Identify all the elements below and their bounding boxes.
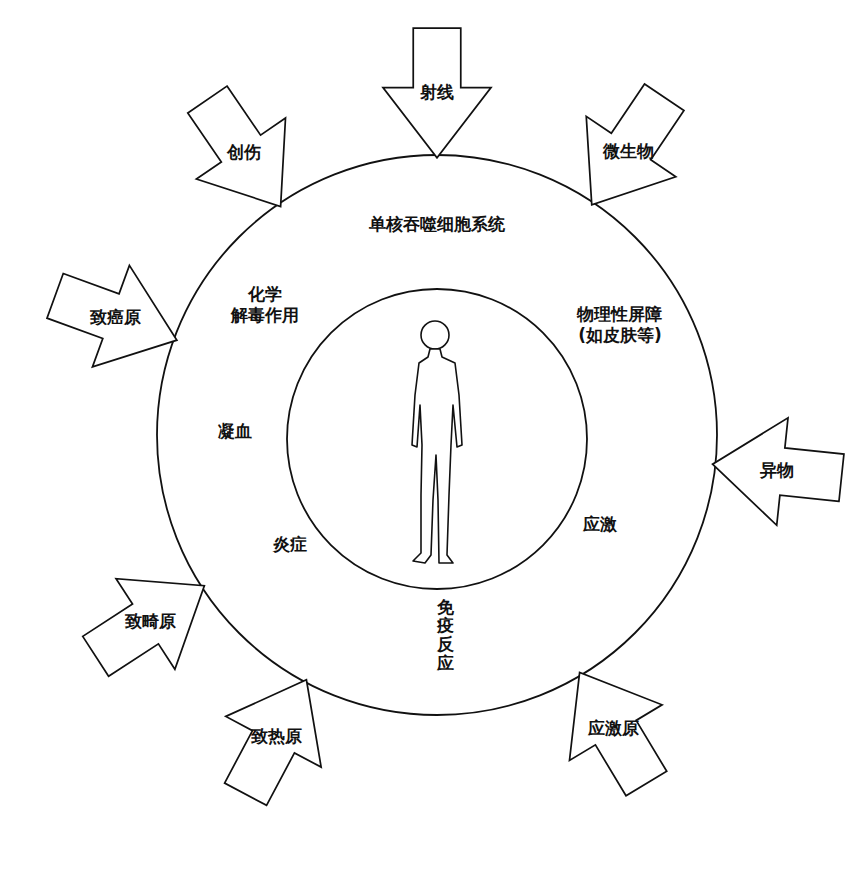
block-arrow [66,541,234,702]
block-arrow [36,245,195,391]
agent-arrow: 创伤 [179,99,309,207]
human-figure [412,321,462,563]
block-arrow [198,654,354,819]
defense-label: 免疫反应 [437,598,454,673]
figure-body [412,349,462,563]
block-arrow [383,28,491,158]
defense-label: 物理性屏障 (如皮肤等) [574,304,666,347]
defense-label: 应激 [583,514,617,535]
block-arrow [163,69,325,237]
agent-arrow: 致畸原 [85,567,215,675]
agent-arrow: 微生物 [563,97,693,205]
block-arrow [707,410,847,531]
agent-arrow: 致热原 [211,683,341,791]
inner-circle [287,289,587,589]
agent-arrow: 射线 [372,39,502,147]
agent-label: 致畸原 [125,611,176,632]
agent-arrow: 应激原 [548,674,678,782]
defense-label: 化学 解毒作用 [229,284,300,327]
defense-ring: 单核吞噬细胞系统化学 解毒作用 物理性屏障 (如皮肤等) 凝血应激炎症免疫反应 [157,155,717,715]
agent-label: 射线 [420,82,454,103]
figure-head [421,321,449,349]
block-arrow [533,645,692,812]
agent-label: 创伤 [227,142,261,163]
defense-label: 炎症 [273,534,307,555]
defense-label: 单核吞噬细胞系统 [369,214,505,235]
agent-arrow: 异物 [712,417,842,525]
agent-label: 微生物 [603,141,654,162]
outer-circle [157,155,717,715]
agent-label: 致癌原 [90,307,141,328]
agent-arrow: 致癌原 [51,264,181,372]
block-arrow [547,68,709,236]
agent-label: 异物 [760,460,794,481]
defense-label: 凝血 [218,421,252,442]
agent-label: 应激原 [588,718,639,739]
agent-label: 致热原 [251,726,302,747]
